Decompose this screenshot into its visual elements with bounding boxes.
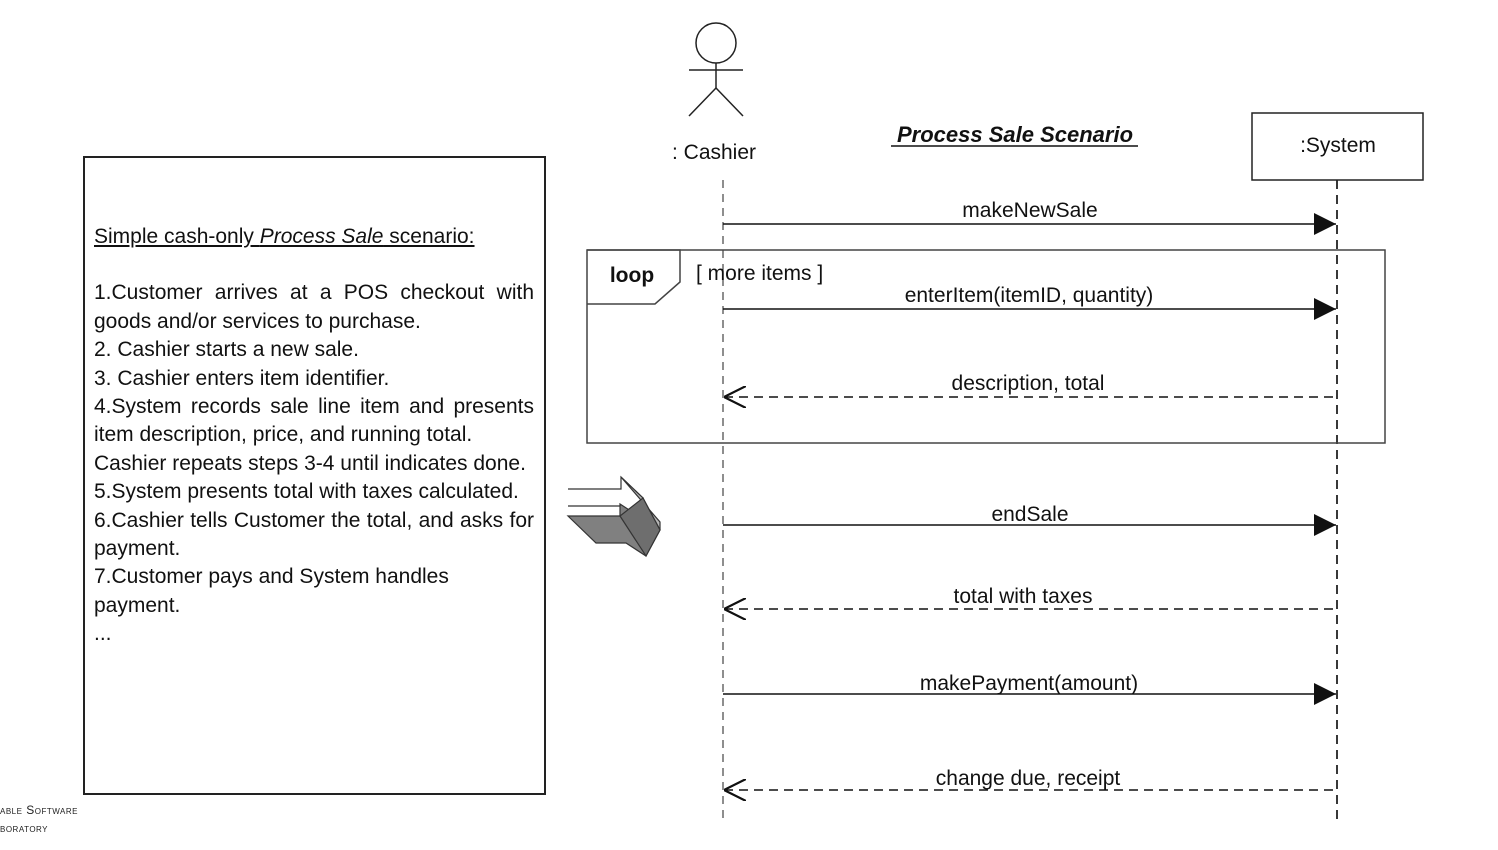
scenario-step-5: 5.System presents total with taxes calcu…	[94, 480, 519, 504]
message-label: total with taxes	[954, 585, 1093, 608]
message-label: change due, receipt	[936, 767, 1121, 790]
message-enter-item: enterItem(itemID, quantity)	[723, 284, 1336, 320]
scenario-step-2: 2. Cashier starts a new sale.	[94, 338, 359, 362]
message-make-payment: makePayment(amount)	[723, 672, 1336, 705]
system-label: :System	[1300, 134, 1376, 157]
diagram-title: Process Sale Scenario	[897, 122, 1133, 147]
message-end-sale: endSale	[723, 503, 1336, 536]
scenario-box	[83, 156, 546, 795]
cashier-actor-icon	[688, 22, 744, 117]
message-description-total: description, total	[724, 372, 1335, 397]
loop-operator: loop	[610, 264, 654, 287]
scenario-step-6: 6.Cashier tells Customer the total, and …	[94, 508, 534, 561]
loop-fragment	[586, 249, 1386, 444]
scenario-step-repeat: Cashier repeats steps 3-4 until indicate…	[94, 451, 526, 475]
scenario-heading: Simple cash-only Process Sale scenario:	[94, 225, 475, 248]
message-change-due-receipt: change due, receipt	[724, 767, 1335, 790]
scenario-step-1: 1.Customer arrives at a POS checkout wit…	[94, 281, 534, 333]
footer-line-2: boratory	[0, 821, 49, 835]
message-label: makePayment(amount)	[920, 672, 1138, 695]
message-total-with-taxes: total with taxes	[724, 585, 1335, 609]
cashier-label: : Cashier	[672, 141, 756, 164]
message-label: description, total	[952, 372, 1105, 395]
right-arrow-icon	[566, 475, 661, 558]
message-make-new-sale: makeNewSale	[723, 199, 1336, 235]
message-label: endSale	[991, 503, 1068, 526]
scenario-step-ellipsis: ...	[94, 622, 112, 646]
scenario-text: Simple cash-only Process Sale scenario: …	[94, 223, 534, 649]
footer-line-1: able Software	[0, 803, 78, 817]
message-label: makeNewSale	[962, 199, 1097, 222]
message-label: enterItem(itemID, quantity)	[905, 284, 1154, 307]
scenario-step-4: 4.System records sale line item and pres…	[94, 395, 534, 447]
loop-guard: [ more items ]	[696, 262, 823, 285]
system-box	[1251, 112, 1424, 181]
loop-fragment-tab	[587, 249, 681, 305]
scenario-step-7: 7.Customer pays and System handles payme…	[94, 565, 449, 617]
scenario-step-3: 3. Cashier enters item identifier.	[94, 366, 390, 390]
